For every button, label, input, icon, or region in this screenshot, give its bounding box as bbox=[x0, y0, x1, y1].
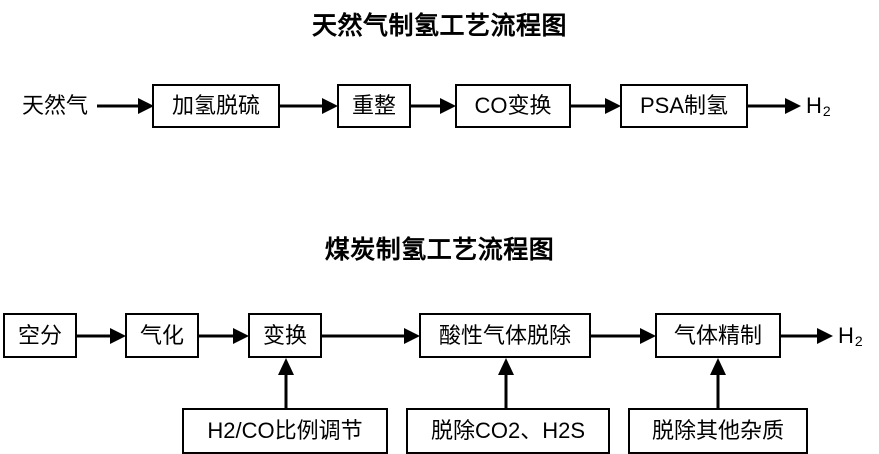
arrow-gas-to-hds bbox=[97, 98, 154, 114]
node-label: 酸性气体脱除 bbox=[438, 322, 571, 348]
node-psa-zhiqing[interactable]: PSA制氢 bbox=[620, 84, 748, 128]
node-bianhuan[interactable]: 变换 bbox=[248, 313, 322, 358]
node-label: 变换 bbox=[262, 322, 307, 348]
arrow-impurities-to-purification bbox=[710, 358, 726, 408]
node-label: 气体精制 bbox=[673, 322, 762, 348]
node-chongzheng[interactable]: 重整 bbox=[337, 84, 411, 128]
diagram-1-input-label: 天然气 bbox=[22, 93, 89, 118]
arrow-removal-to-acidgas bbox=[498, 358, 514, 408]
arrow-ratio-to-shift bbox=[278, 358, 294, 408]
node-qihua[interactable]: 气化 bbox=[125, 313, 199, 358]
output-subscript: 2 bbox=[854, 333, 863, 349]
arrow-reform-to-coshift bbox=[411, 98, 456, 114]
node-label: 脱除其他杂质 bbox=[651, 418, 784, 443]
node-qiti-jingzhi[interactable]: 气体精制 bbox=[655, 313, 781, 358]
arrow-acidgas-to-purification bbox=[591, 328, 656, 344]
arrow-hds-to-reform bbox=[280, 98, 338, 114]
node-label: CO变换 bbox=[474, 93, 552, 118]
arrow-psa-to-h2 bbox=[748, 98, 801, 114]
arrow-purification-to-h2 bbox=[781, 328, 833, 344]
arrow-gasification-to-shift bbox=[199, 328, 249, 344]
arrow-shift-to-acidgas bbox=[322, 328, 420, 344]
node-label: 加氢脱硫 bbox=[171, 93, 260, 118]
arrow-asu-to-gasification bbox=[77, 328, 126, 344]
node-label: 气化 bbox=[139, 322, 184, 348]
annotation-remove-other-impurities[interactable]: 脱除其他杂质 bbox=[628, 408, 808, 454]
node-label: 重整 bbox=[351, 93, 396, 118]
annotation-h2-co-ratio[interactable]: H2/CO比例调节 bbox=[182, 408, 388, 454]
diagram-2-title: 煤炭制氢工艺流程图 bbox=[324, 236, 555, 264]
node-co-bianhuan[interactable]: CO变换 bbox=[455, 84, 571, 128]
node-jiaqingtuoliu[interactable]: 加氢脱硫 bbox=[152, 84, 280, 128]
node-label: 脱除CO2、H2S bbox=[430, 418, 586, 443]
annotation-remove-co2-h2s[interactable]: 脱除CO2、H2S bbox=[406, 408, 610, 454]
arrow-coshift-to-psa bbox=[571, 98, 621, 114]
output-subscript: 2 bbox=[822, 103, 831, 119]
node-kongfen[interactable]: 空分 bbox=[3, 313, 77, 358]
output-h: H bbox=[838, 323, 854, 348]
node-label: PSA制氢 bbox=[639, 93, 729, 118]
node-label: H2/CO比例调节 bbox=[207, 418, 363, 443]
output-h: H bbox=[806, 93, 822, 118]
diagram-1-title: 天然气制氢工艺流程图 bbox=[311, 12, 567, 40]
node-label: 空分 bbox=[17, 322, 62, 348]
node-suanxing-qiti-tuochu[interactable]: 酸性气体脱除 bbox=[419, 313, 591, 358]
